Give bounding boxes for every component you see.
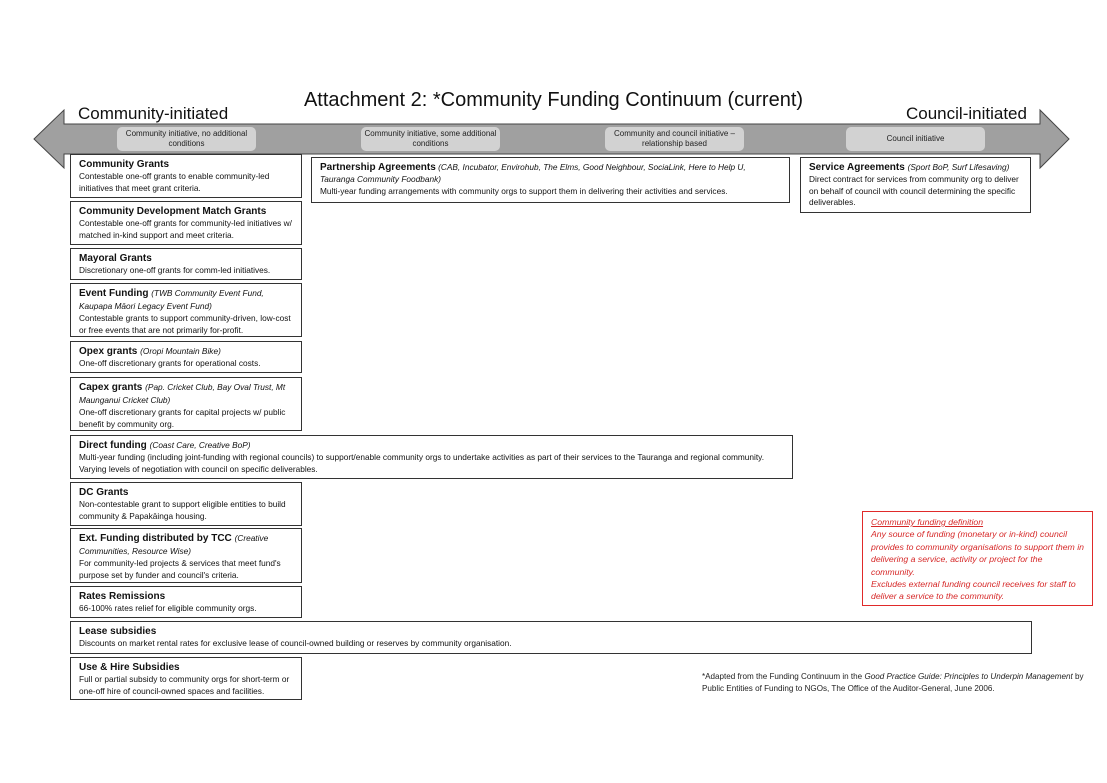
box-title: DC Grants (79, 487, 129, 498)
box-description: Discounts on market rental rates for exc… (79, 638, 512, 648)
community-grants-box: Community Grants Contestable one-off gra… (70, 154, 302, 198)
box-examples: (Pap. Cricket Club, Bay Oval Trust, Mt M… (79, 382, 286, 405)
box-examples: (TWB Community Event Fund, Kaupapa Māori… (79, 288, 264, 311)
box-title: Use & Hire Subsidies (79, 662, 180, 673)
page-title: Attachment 2: *Community Funding Continu… (303, 89, 804, 111)
spectrum-tag-3: Community and council initiative – relat… (605, 127, 744, 151)
left-end-label: Community-initiated (78, 104, 229, 123)
mayoral-grants-box: Mayoral Grants Discretionary one-off gra… (70, 248, 302, 280)
box-examples: (Sport BoP, Surf Lifesaving) (907, 162, 1010, 172)
right-end-label: Council-initiated (906, 104, 1027, 123)
opex-grants-box: Opex grants (Oropi Mountain Bike) One-of… (70, 341, 302, 373)
box-examples: (Creative Communities, Resource Wise) (79, 533, 269, 556)
spectrum-tag-1: Community initiative, no additional cond… (117, 127, 256, 151)
footnote-suffix: by Public Entities of Funding to NGOs, T… (702, 672, 1084, 693)
box-description: Discretionary one-off grants for comm-le… (79, 265, 271, 275)
box-description: Contestable one-off grants for community… (79, 218, 292, 240)
box-examples: (Oropi Mountain Bike) (140, 346, 221, 356)
capex-grants-box: Capex grants (Pap. Cricket Club, Bay Ova… (70, 377, 302, 431)
box-title: Community Grants (79, 159, 170, 170)
box-description: 66-100% rates relief for eligible commun… (79, 603, 257, 613)
definition-body: Any source of funding (monetary or in-ki… (871, 529, 1084, 577)
spectrum-tag-4: Council initiative (846, 127, 985, 151)
box-description: Multi-year funding arrangements with com… (320, 185, 728, 196)
box-title: Service Agreements (809, 162, 905, 173)
box-description: Contestable grants to support community-… (79, 313, 291, 335)
box-title: Capex grants (79, 382, 143, 393)
box-title: Opex grants (79, 346, 138, 357)
box-description: Full or partial subsidy to community org… (79, 674, 290, 696)
community-development-match-grants-box: Community Development Match Grants Conte… (70, 201, 302, 245)
event-funding-box: Event Funding (TWB Community Event Fund,… (70, 283, 302, 337)
box-description: One-off discretionary grants for capital… (79, 407, 286, 429)
partnership-agreements-box: Partnership Agreements (CAB, Incubator, … (311, 157, 790, 203)
footnote-prefix: *Adapted from the Funding Continuum in t… (702, 672, 863, 681)
service-agreements-box: Service Agreements (Sport BoP, Surf Life… (800, 157, 1031, 213)
spectrum-tag-2: Community initiative, some additional co… (361, 127, 500, 151)
box-title: Mayoral Grants (79, 253, 152, 264)
box-description: Multi-year funding (including joint-fund… (79, 452, 765, 474)
rates-remissions-box: Rates Remissions 66-100% rates relief fo… (70, 586, 302, 618)
box-title: Ext. Funding distributed by TCC (79, 533, 232, 544)
box-examples: (CAB, Incubator, Envirohub, The Elms, Go… (320, 162, 746, 184)
box-title: Event Funding (79, 288, 149, 299)
box-examples: (Coast Care, Creative BoP) (149, 440, 251, 450)
box-title: Lease subsidies (79, 626, 157, 637)
definition-title: Community funding definition (871, 517, 984, 527)
box-description: Non-contestable grant to support eligibl… (79, 499, 286, 521)
community-funding-definition: Community funding definition Any source … (862, 511, 1093, 606)
box-description: Direct contract for services from commun… (809, 174, 1019, 207)
footnote: *Adapted from the Funding Continuum in t… (702, 671, 1102, 695)
box-description: One-off discretionary grants for operati… (79, 358, 261, 368)
lease-subsidies-box: Lease subsidies Discounts on market rent… (70, 621, 1032, 654)
definition-exclusion: Excludes external funding council receiv… (871, 579, 1076, 602)
use-hire-subsidies-box: Use & Hire Subsidies Full or partial sub… (70, 657, 302, 700)
box-title: Community Development Match Grants (79, 206, 267, 217)
footnote-guide-title: Good Practice Guide: Principles to Under… (864, 672, 1073, 681)
external-funding-box: Ext. Funding distributed by TCC (Creativ… (70, 528, 302, 583)
direct-funding-box: Direct funding (Coast Care, Creative BoP… (70, 435, 793, 479)
dc-grants-box: DC Grants Non-contestable grant to suppo… (70, 482, 302, 526)
box-title: Rates Remissions (79, 591, 166, 602)
box-description: For community-led projects & services th… (79, 558, 281, 580)
box-title: Partnership Agreements (320, 162, 436, 173)
box-title: Direct funding (79, 440, 147, 451)
box-description: Contestable one-off grants to enable com… (79, 171, 270, 193)
